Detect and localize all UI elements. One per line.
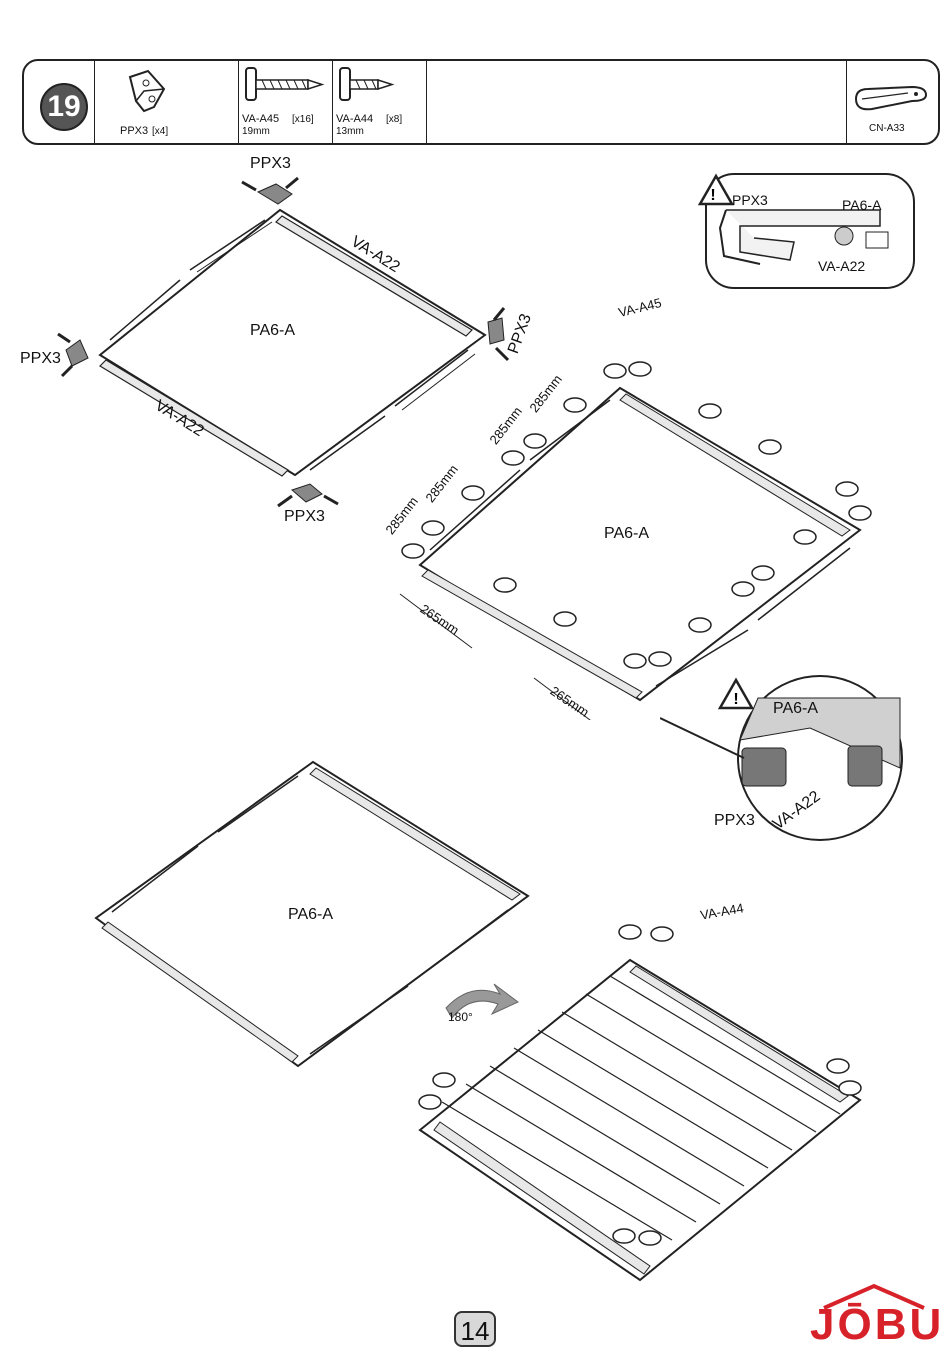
divider <box>238 61 239 143</box>
label-ppx3-left: PPX3 <box>20 350 61 368</box>
part-qty-va-a44: [x8] <box>386 114 402 125</box>
svg-text:!: ! <box>710 187 715 204</box>
part-name-va-a45: VA-A45 <box>242 113 279 125</box>
detail-top-ppx3: PPX3 <box>732 192 768 208</box>
divider <box>332 61 333 143</box>
screw-long-icon <box>242 65 332 107</box>
part-name-ppx3: PPX3 <box>120 125 148 137</box>
detail-callout-top: ! <box>680 168 920 292</box>
part-qty-va-a45: [x16] <box>292 114 314 125</box>
brand-logo: JŌBU <box>810 1300 944 1350</box>
step-number: 19 <box>40 83 88 131</box>
page-number: 14 <box>454 1311 496 1347</box>
label-ppx3-bottom: PPX3 <box>284 508 325 526</box>
parts-bar: 19 PPX3 [x4] VA-A45 [x16] 19mm VA-A44 [x… <box>22 59 940 145</box>
label-ppx3-top: PPX3 <box>250 155 291 173</box>
svg-text:!: ! <box>733 691 738 708</box>
part-size-va-a44: 13mm <box>336 126 364 137</box>
divider <box>846 61 847 143</box>
label-panel-pa6a: PA6-A <box>250 322 295 340</box>
divider <box>426 61 427 143</box>
part-size-va-a45: 19mm <box>242 126 270 137</box>
detail-top-pa6a: PA6-A <box>842 197 881 213</box>
detail-bottom-ppx3: PPX3 <box>714 812 755 830</box>
pry-tool-icon <box>852 83 930 113</box>
label-va-a45: VA-A45 <box>617 295 663 320</box>
label-panel-2: PA6-A <box>604 525 649 543</box>
label-panel-3: PA6-A <box>288 906 333 924</box>
part-name-va-a44: VA-A44 <box>336 113 373 125</box>
part-qty-ppx3: [x4] <box>152 126 168 137</box>
detail-bottom-pa6a: PA6-A <box>773 700 818 718</box>
screw-short-icon <box>336 65 406 107</box>
underside-diagram <box>410 910 880 1290</box>
divider <box>94 61 95 143</box>
bracket-part-icon <box>122 67 178 117</box>
tool-name: CN-A33 <box>869 123 905 134</box>
detail-top-va-a22: VA-A22 <box>818 258 865 274</box>
